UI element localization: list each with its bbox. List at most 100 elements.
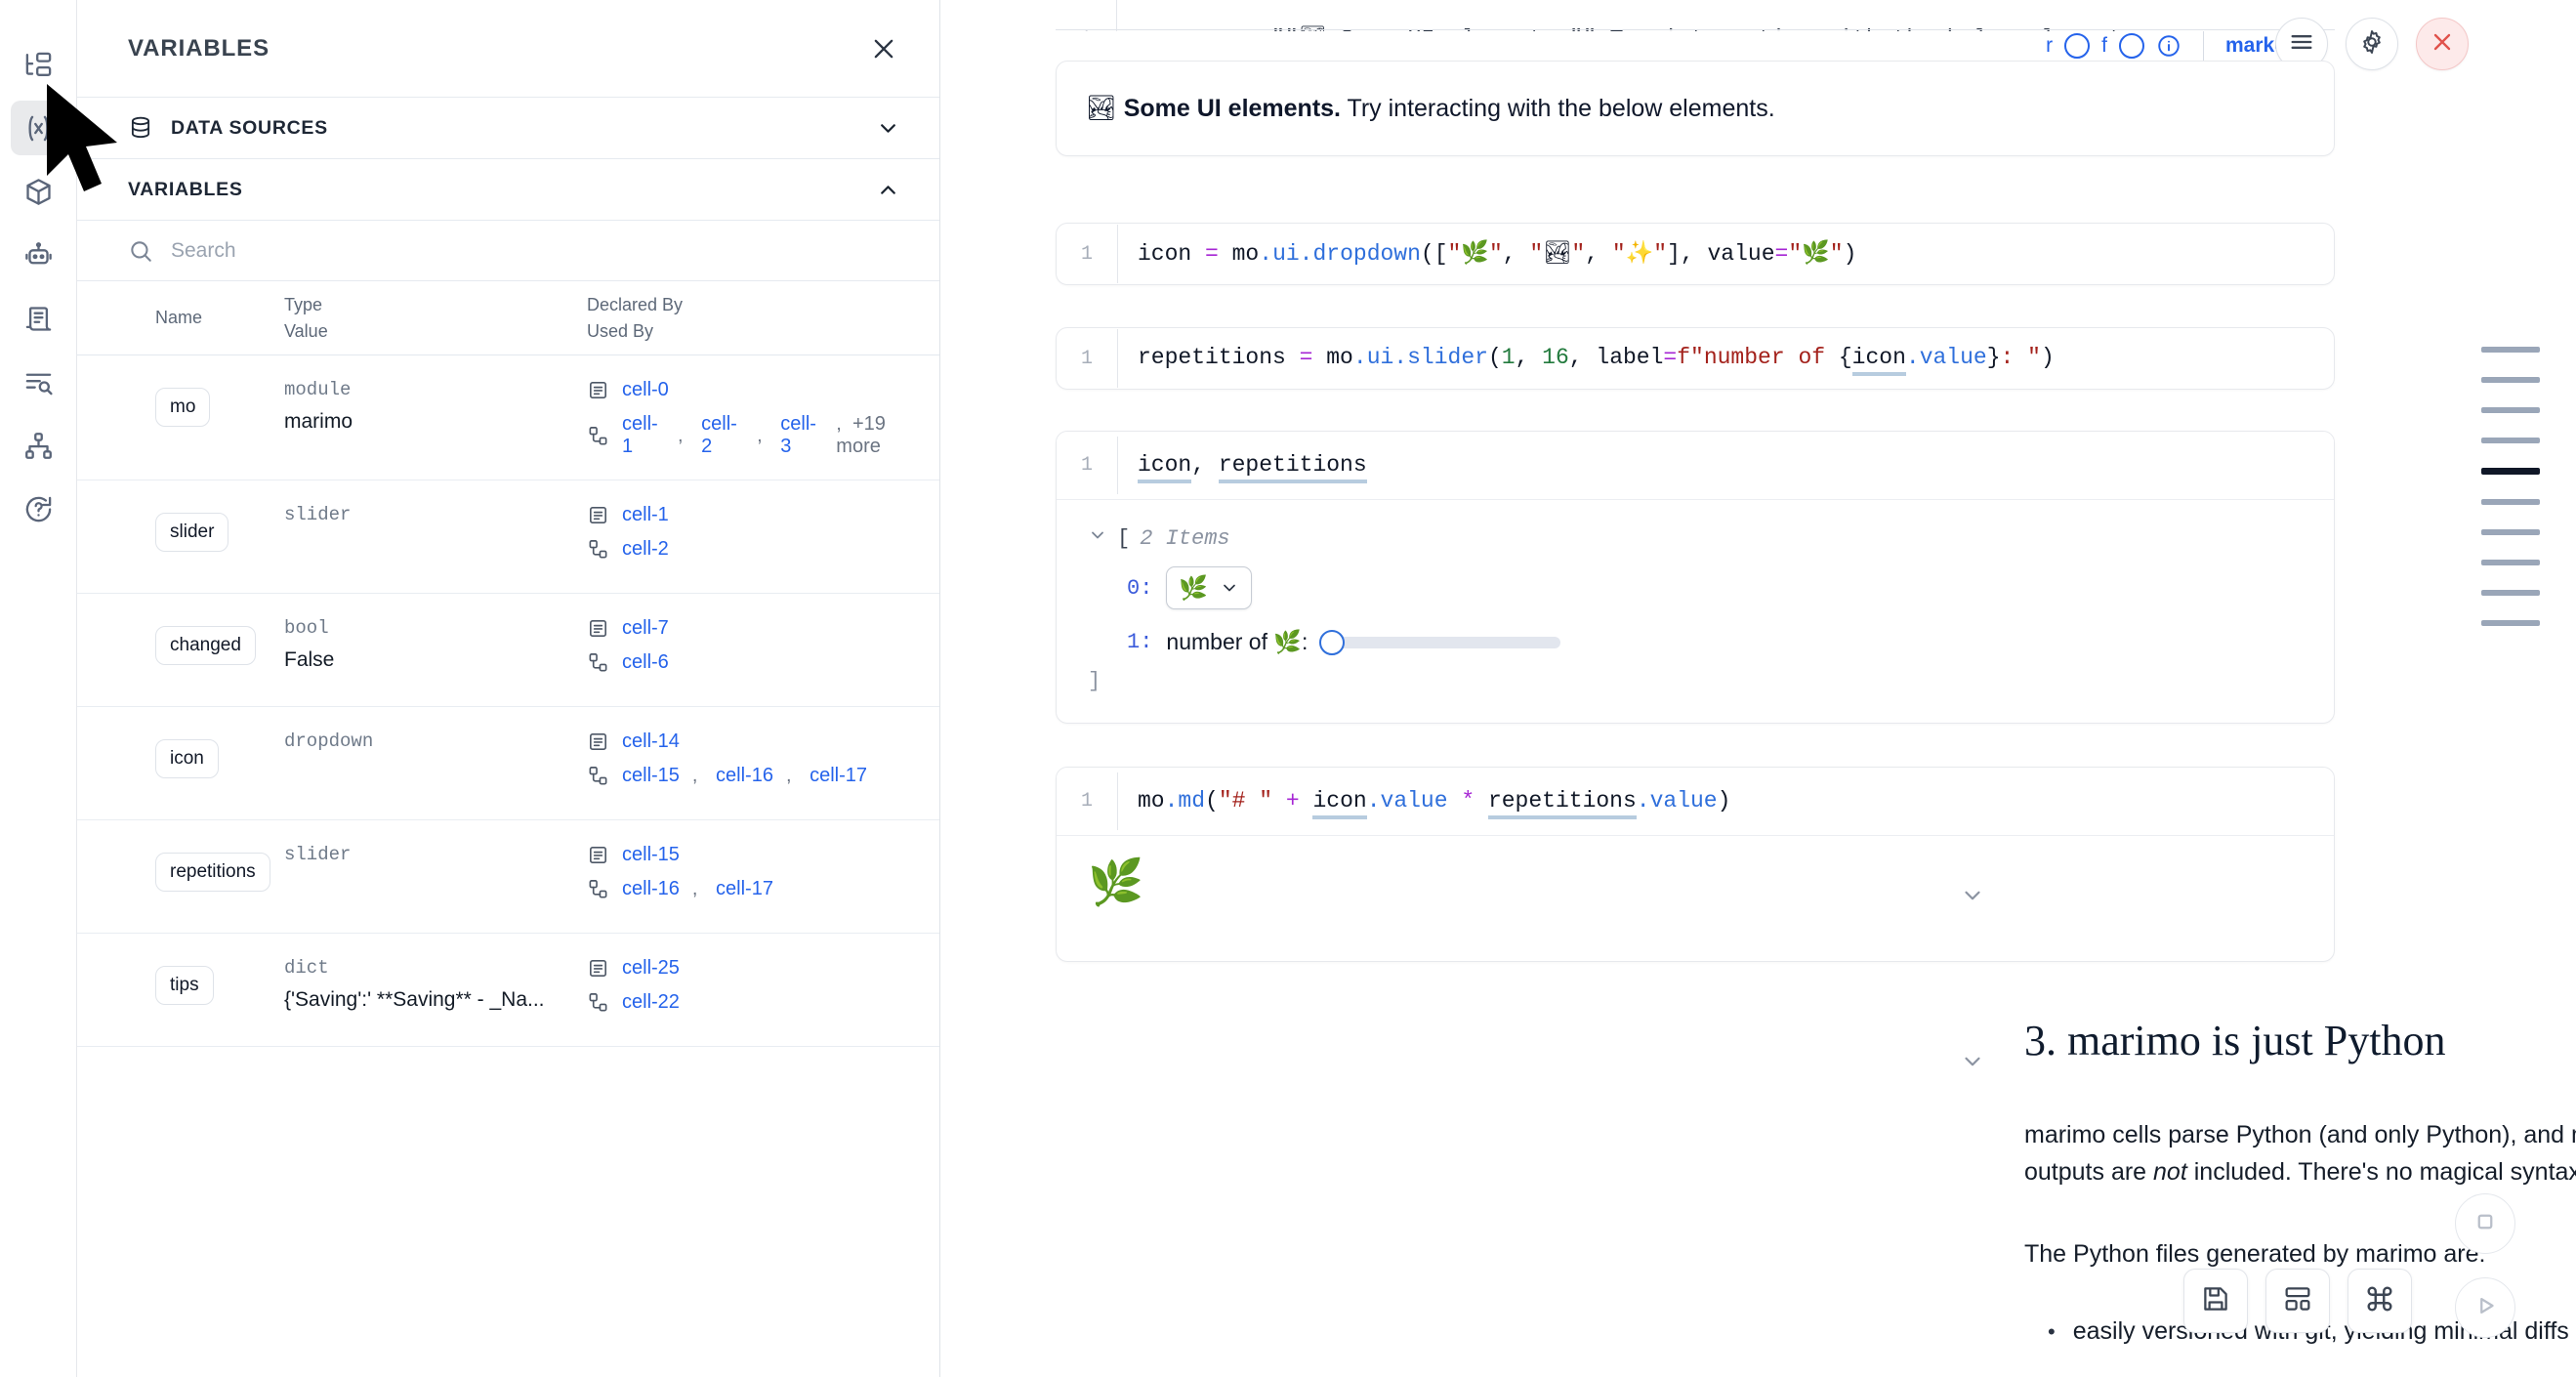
variable-name-chip[interactable]: tips bbox=[155, 966, 214, 1005]
truncated-cell-top: 1 ""🏞 Some UI elements."" Try interactin… bbox=[1056, 0, 2335, 31]
close-panel-button[interactable] bbox=[867, 32, 900, 65]
chevron-down-icon[interactable] bbox=[876, 116, 900, 141]
command-palette-button[interactable] bbox=[2347, 1269, 2412, 1333]
section-variables[interactable]: VARIABLES bbox=[77, 159, 939, 221]
run-button[interactable] bbox=[2455, 1277, 2515, 1338]
cell-link[interactable]: cell-17 bbox=[810, 765, 868, 786]
cell-link[interactable]: cell-6 bbox=[622, 651, 669, 673]
minimap-bar[interactable] bbox=[2481, 620, 2540, 626]
cell-link[interactable]: cell-22 bbox=[622, 991, 680, 1013]
variable-type: slider bbox=[284, 504, 352, 525]
cell-link[interactable]: cell-7 bbox=[622, 617, 669, 639]
code-text-icon[interactable]: icon = mo.ui.dropdown(["🌿", "🏞", "✨"], v… bbox=[1117, 224, 2334, 284]
minimap-bar[interactable] bbox=[2481, 407, 2540, 413]
code-cell-icon[interactable]: 1 icon = mo.ui.dropdown(["🌿", "🏞", "✨"],… bbox=[1056, 223, 2335, 285]
section-data-sources[interactable]: DATA SOURCES bbox=[77, 98, 939, 159]
code-text-md[interactable]: mo.md("# " + icon.value * repetitions.va… bbox=[1117, 772, 2334, 831]
code-cell-md-source[interactable]: 1 mo.md("# " + icon.value * repetitions.… bbox=[1057, 768, 2334, 836]
minimap-bar[interactable] bbox=[2481, 377, 2540, 383]
sidebar-item-packages[interactable] bbox=[11, 164, 65, 219]
minimap-bar[interactable] bbox=[2481, 560, 2540, 565]
cell-link[interactable]: cell-2 bbox=[622, 538, 669, 560]
sidebar-item-ai-assistant[interactable] bbox=[11, 228, 65, 282]
dependency-icon bbox=[587, 765, 609, 787]
cell-link[interactable]: cell-16 bbox=[622, 878, 680, 899]
floating-run-controls bbox=[2455, 1193, 2515, 1338]
variables-search-row bbox=[77, 221, 939, 281]
chevron-up-icon[interactable] bbox=[876, 178, 900, 202]
notebook-cell-icon bbox=[587, 379, 609, 401]
variable-name-chip[interactable]: repetitions bbox=[155, 853, 270, 892]
minimap-bar[interactable] bbox=[2481, 468, 2540, 475]
minimap[interactable] bbox=[2467, 347, 2555, 626]
cell-link[interactable]: cell-1 bbox=[622, 504, 669, 525]
cell-link[interactable]: cell-17 bbox=[716, 878, 773, 899]
sidebar-item-logs[interactable] bbox=[11, 355, 65, 409]
sidebar-item-file-explorer[interactable] bbox=[11, 37, 65, 92]
cell-link[interactable]: cell-25 bbox=[622, 957, 680, 979]
sidebar-item-dependency-graph[interactable] bbox=[11, 418, 65, 473]
variable-type: dropdown bbox=[284, 730, 374, 752]
stop-button[interactable] bbox=[2455, 1193, 2515, 1254]
code-text-repetitions[interactable]: repetitions = mo.ui.slider(1, 16, label=… bbox=[1117, 329, 2334, 388]
cell-link[interactable]: cell-16 bbox=[716, 765, 773, 786]
md-render-output: 🌿 bbox=[1057, 836, 2334, 928]
cell-link[interactable]: cell-0 bbox=[622, 379, 669, 400]
search-icon bbox=[128, 238, 153, 264]
cell-delete-button[interactable] bbox=[2416, 18, 2469, 70]
declared-by-line: cell-7 bbox=[587, 617, 928, 640]
cell-link[interactable]: cell-15 bbox=[622, 844, 680, 865]
save-button[interactable] bbox=[2183, 1269, 2248, 1333]
tree-item-1-index: 1: bbox=[1127, 630, 1153, 654]
layout-button[interactable] bbox=[2265, 1269, 2330, 1333]
variable-name-chip[interactable]: icon bbox=[155, 739, 219, 778]
sidebar-item-help[interactable] bbox=[11, 481, 65, 536]
sidebar-item-variables[interactable] bbox=[11, 101, 65, 155]
chevron-down-icon[interactable] bbox=[1088, 525, 1107, 551]
declared-by-line: cell-15 bbox=[587, 844, 928, 866]
cell-link[interactable]: cell-15 bbox=[622, 765, 680, 786]
layout-grid-icon bbox=[2281, 1282, 2314, 1320]
info-icon[interactable] bbox=[2156, 33, 2181, 59]
notebook-cell-icon bbox=[587, 730, 609, 753]
cell-link[interactable]: cell-14 bbox=[622, 730, 680, 752]
minimap-bar[interactable] bbox=[2481, 438, 2540, 443]
icon-dropdown-select[interactable]: 🌿 bbox=[1166, 566, 1253, 609]
code-cell-repetitions[interactable]: 1 repetitions = mo.ui.slider(1, 16, labe… bbox=[1056, 327, 2335, 390]
variable-name-chip[interactable]: mo bbox=[155, 388, 211, 427]
minimap-bar[interactable] bbox=[2481, 590, 2540, 596]
collapse-output-chevron[interactable] bbox=[1956, 879, 1989, 912]
toolbar-f-toggle[interactable] bbox=[2118, 33, 2144, 59]
tree-header[interactable]: [ 2 Items bbox=[1088, 525, 2303, 551]
search-input[interactable] bbox=[171, 238, 900, 263]
table-row[interactable]: slider slider cell-1 cell-2 bbox=[77, 480, 939, 594]
cell-link[interactable]: cell-3 bbox=[780, 413, 816, 457]
minimap-bar[interactable] bbox=[2481, 347, 2540, 353]
code-cell-widgets-source[interactable]: 1 icon, repetitions bbox=[1057, 432, 2334, 500]
cell-link[interactable]: cell-1 bbox=[622, 413, 658, 457]
tree-footer: ] bbox=[1088, 669, 1101, 693]
notebook-cell-icon bbox=[587, 504, 609, 526]
repetitions-slider[interactable] bbox=[1319, 629, 1561, 655]
minimap-bar[interactable] bbox=[2481, 499, 2540, 505]
sidebar-item-scratchpad[interactable] bbox=[11, 291, 65, 346]
cell-settings-button[interactable] bbox=[2346, 18, 2398, 70]
cell-link[interactable]: cell-2 bbox=[701, 413, 737, 457]
variable-name-chip[interactable]: slider bbox=[155, 513, 229, 552]
code-text-widgets[interactable]: icon, repetitions bbox=[1117, 436, 2334, 495]
toolbar-r-toggle[interactable] bbox=[2064, 33, 2091, 59]
notebook-area: 1 ""🏞 Some UI elements."" Try interactin… bbox=[940, 0, 2576, 1377]
variable-name-chip[interactable]: changed bbox=[155, 626, 256, 665]
dependency-icon bbox=[587, 425, 609, 447]
slider-knob[interactable] bbox=[1319, 629, 1346, 655]
minimap-bar[interactable] bbox=[2481, 529, 2540, 535]
play-triangle-icon bbox=[2471, 1291, 2500, 1325]
collapse-section-chevron[interactable] bbox=[1956, 1045, 1989, 1078]
package-cube-icon bbox=[23, 177, 54, 207]
variable-name-cell: tips bbox=[155, 955, 284, 1016]
